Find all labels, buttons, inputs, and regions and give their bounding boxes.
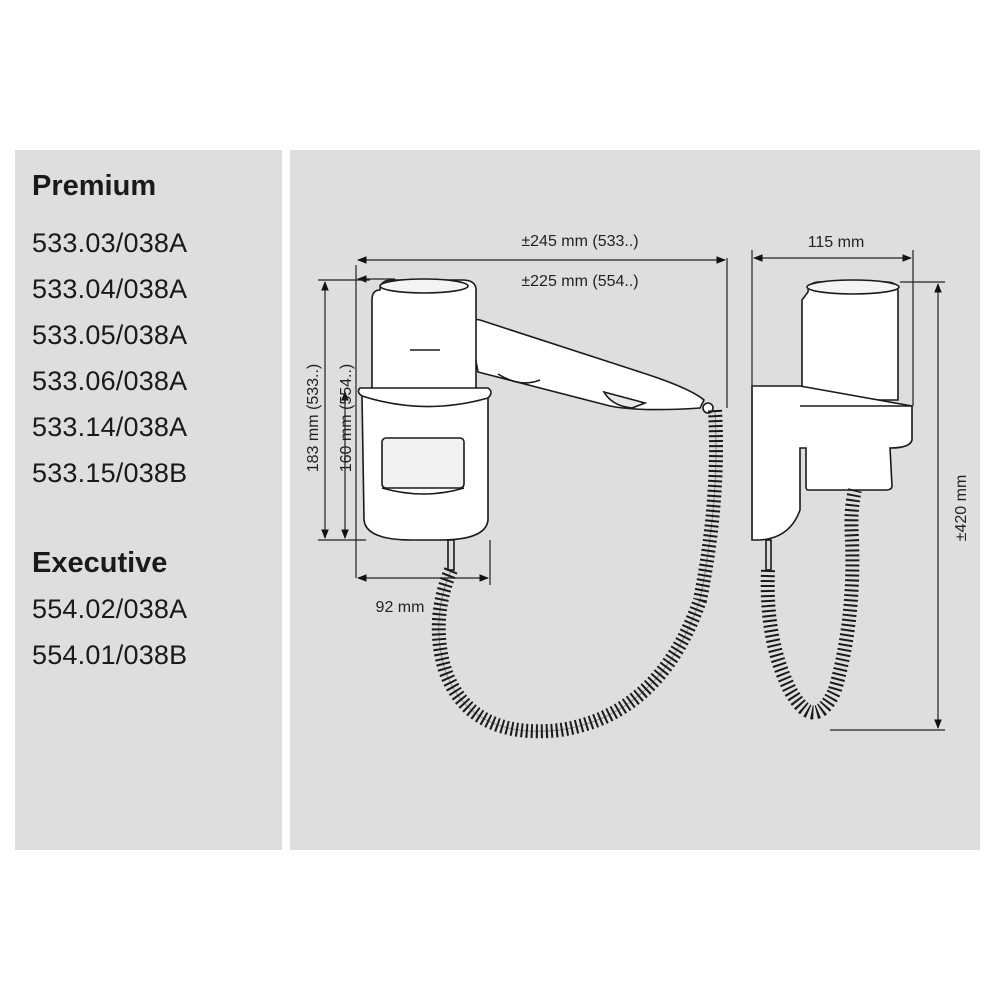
front-view-cord: [431, 409, 723, 739]
side-view-cord: [760, 488, 862, 720]
premium-heading: Premium: [32, 170, 157, 202]
total-height-label: ±420 mm: [953, 475, 970, 542]
holder-width-label: 92 mm: [376, 599, 425, 616]
model-item: 533.03/038A: [32, 228, 188, 258]
model-item: 533.04/038A: [32, 274, 188, 304]
model-item: 533.06/038A: [32, 366, 188, 396]
width-533-label: ±245 mm (533..): [521, 233, 638, 250]
model-item: 533.05/038A: [32, 320, 188, 350]
model-item: 554.02/038A: [32, 594, 188, 624]
side-width-label: 115 mm: [808, 234, 865, 251]
side-view-dryer: [751, 279, 913, 571]
front-view-dryer: [357, 278, 714, 571]
height-533-label: 183 mm (533..): [305, 364, 322, 472]
model-item: 533.15/038B: [32, 458, 188, 488]
height-554-label: 160 mm (554..): [338, 364, 355, 472]
model-item: 533.14/038A: [32, 412, 188, 442]
width-554-label: ±225 mm (554..): [521, 273, 638, 290]
model-list-panel: [15, 150, 282, 850]
executive-heading: Executive: [32, 547, 168, 579]
model-item: 554.01/038B: [32, 640, 188, 670]
